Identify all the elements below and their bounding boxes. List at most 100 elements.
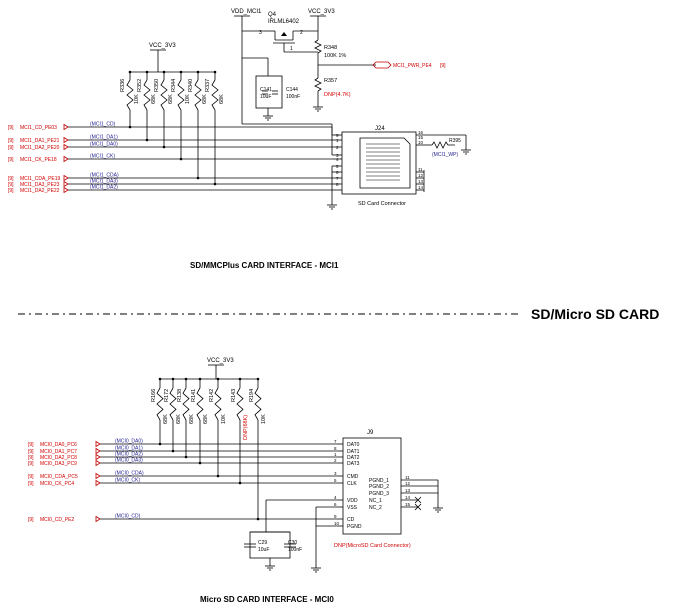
signal-net: (MCI1_CD) bbox=[90, 122, 116, 128]
j9-pin-num: 14 bbox=[405, 495, 411, 500]
signal-net: (MCI1_DA3) bbox=[90, 179, 118, 185]
bottom-signal-2: [9]MCI0_DA2_PC8(MCI0_DA2) bbox=[28, 452, 143, 462]
j9-pin-nc_2: NC_215 bbox=[369, 502, 422, 511]
j9-pin-num: 5 bbox=[334, 478, 337, 483]
bottom-signal-5: [9]MCI0_CK_PC4(MCI0_CK) bbox=[28, 478, 140, 488]
j9-pin-name: NC_1 bbox=[369, 498, 382, 504]
j9-pin-nc_1: NC_1 14 bbox=[369, 495, 422, 504]
top-signal-labels: [9] MCI1_CD_PE03 (MCI1_CD) [9] MCI1_DA1_PE21… bbox=[8, 122, 119, 195]
j9-pin-name: CMD bbox=[347, 474, 359, 480]
j9-pin-num: 10 bbox=[334, 521, 340, 526]
signal-net: (MCI1_DA0) bbox=[90, 142, 118, 148]
c144-ref: C144 bbox=[286, 87, 298, 93]
bottom-pullup-val: 68K bbox=[176, 414, 182, 424]
j24-right-pin-num: 13 bbox=[418, 179, 424, 184]
svg-text:2: 2 bbox=[300, 30, 303, 36]
bottom-pullup-val: DNP(68K) bbox=[243, 415, 249, 440]
vcc-3v3-top-a: VCC_3V3 bbox=[149, 43, 176, 49]
signal-net: (MCI1_CK) bbox=[90, 154, 115, 160]
mci1-pwr-tag: [9] bbox=[440, 63, 446, 69]
q4-mosfet: Q4 IRLML6402 3 2 1 bbox=[259, 12, 318, 53]
signal-port: MCI1_DA2_PE22 bbox=[20, 188, 60, 194]
bottom-signal-6: [9]MCI0_CD_PE2(MCI0_CD) bbox=[28, 514, 141, 524]
top-signal-5: [9]MCI1_DA3_PE23(MCI1_DA3) bbox=[8, 179, 118, 189]
bottom-pullup-val: 68K bbox=[203, 414, 209, 424]
j24-right-pin-num: 16 bbox=[418, 130, 424, 135]
bottom-signal-3: [9]MCI0_DA3_PC9(MCI0_DA3) bbox=[28, 458, 143, 468]
signal-net: (MCI0_DA2) bbox=[115, 452, 143, 458]
j24-right-pin-num: 14 bbox=[418, 185, 424, 190]
c30-ref: C30 bbox=[288, 540, 297, 546]
signal-tag: [9] bbox=[28, 474, 34, 480]
j9-ref: J9 bbox=[367, 430, 374, 436]
j9-pin-pgnd_1: PGND_111 bbox=[369, 475, 438, 484]
signal-tag: [9] bbox=[8, 138, 14, 144]
signal-net: (MCI0_DA3) bbox=[115, 458, 143, 464]
bottom-signal-4: [9] MCI0_CDA_PC5 (MCI0_CDA) bbox=[28, 471, 144, 481]
j9-pin-name: VSS bbox=[347, 505, 358, 511]
bottom-pullup-ref: R141 bbox=[191, 389, 197, 402]
c30-val: 100nF bbox=[288, 547, 302, 553]
signal-tag: [9] bbox=[8, 182, 14, 188]
c141-ref: C141 bbox=[260, 87, 272, 93]
j9-pin-name: DAT0 bbox=[347, 442, 360, 448]
signal-port: MCI1_CD_PE03 bbox=[20, 125, 57, 131]
bottom-pullup-val: 10K bbox=[221, 414, 227, 424]
signal-tag: [9] bbox=[28, 442, 34, 448]
j9-pin-num: 4 bbox=[334, 495, 337, 500]
vcc-3v3-top-b: VCC_3V3 bbox=[308, 9, 335, 15]
signal-tag: [9] bbox=[28, 481, 34, 487]
j9-pin-num: 7 bbox=[334, 439, 337, 444]
bottom-pullup-ref: R143 bbox=[231, 389, 237, 402]
j9-pin-num: 1 bbox=[334, 452, 337, 457]
j9-pin-num: 3 bbox=[334, 471, 337, 476]
top-pullup-val: 68K bbox=[219, 94, 225, 104]
top-pullup-val: 10K bbox=[185, 94, 191, 104]
signal-net: (MCI0_DA0) bbox=[115, 439, 143, 445]
j24-right-pin-num: 15 bbox=[418, 135, 424, 140]
c29-c30-caps: C29 10uF C30 100nF bbox=[244, 531, 302, 571]
j9-pin-num: 11 bbox=[405, 475, 410, 480]
signal-port: MCI1_DA1_PE21 bbox=[20, 138, 60, 144]
j9-pin-num: 2 bbox=[334, 458, 337, 463]
signal-port: MCI0_CD_PE2 bbox=[40, 517, 74, 523]
bottom-pullup-val: 10K bbox=[261, 414, 267, 424]
signal-tag: [9] bbox=[8, 157, 14, 163]
mci1-pwr-port: MCI1_PWR_PE4 bbox=[393, 63, 432, 69]
top-pullup-ref: R336 bbox=[120, 79, 126, 92]
j9-pin-name: VDD bbox=[347, 498, 358, 504]
top-pullup-ref: R352 bbox=[137, 79, 143, 92]
j9-pin-name: PGND_3 bbox=[369, 491, 389, 497]
signal-port: MCI1_DA2_PE20 bbox=[20, 145, 60, 151]
j9-pin-num: 13 bbox=[405, 488, 411, 493]
r348-ref: R348 bbox=[324, 45, 337, 51]
j9-pin-num: 9 bbox=[334, 514, 337, 519]
signal-net: (MCI0_CDA) bbox=[115, 471, 144, 477]
j24-name: SD Card Connector bbox=[358, 201, 406, 207]
j9-pin-pgnd_2: PGND_212 bbox=[369, 481, 438, 490]
bottom-pullup-val: 68K bbox=[189, 414, 195, 424]
vcc-3v3-bottom: VCC_3V3 bbox=[207, 358, 234, 364]
bottom-pullup-network: VCC_3V3 R16668KR17268KR13868KR14168KR142… bbox=[151, 358, 267, 521]
c29-val: 10uF bbox=[258, 547, 269, 553]
j24-pin-num: 1 bbox=[336, 138, 339, 143]
j9-pin-name: CLK bbox=[347, 481, 357, 487]
bottom-signal-wires bbox=[100, 443, 338, 573]
j9-pin-name: DAT2 bbox=[347, 455, 360, 461]
top-pullup-ref: R344 bbox=[171, 79, 177, 92]
top-pullup-network: VCC_3V3 R33610KR35268KR35068KR34410KR340… bbox=[120, 43, 225, 186]
signal-net: (MCI0_DA1) bbox=[115, 446, 143, 452]
j9-pin-name: PGND bbox=[347, 524, 362, 530]
signal-port: MCI0_CDA_PC5 bbox=[40, 474, 78, 480]
bottom-pullup-val: 68K bbox=[163, 414, 169, 424]
bottom-pullup-ref: R172 bbox=[164, 389, 170, 402]
